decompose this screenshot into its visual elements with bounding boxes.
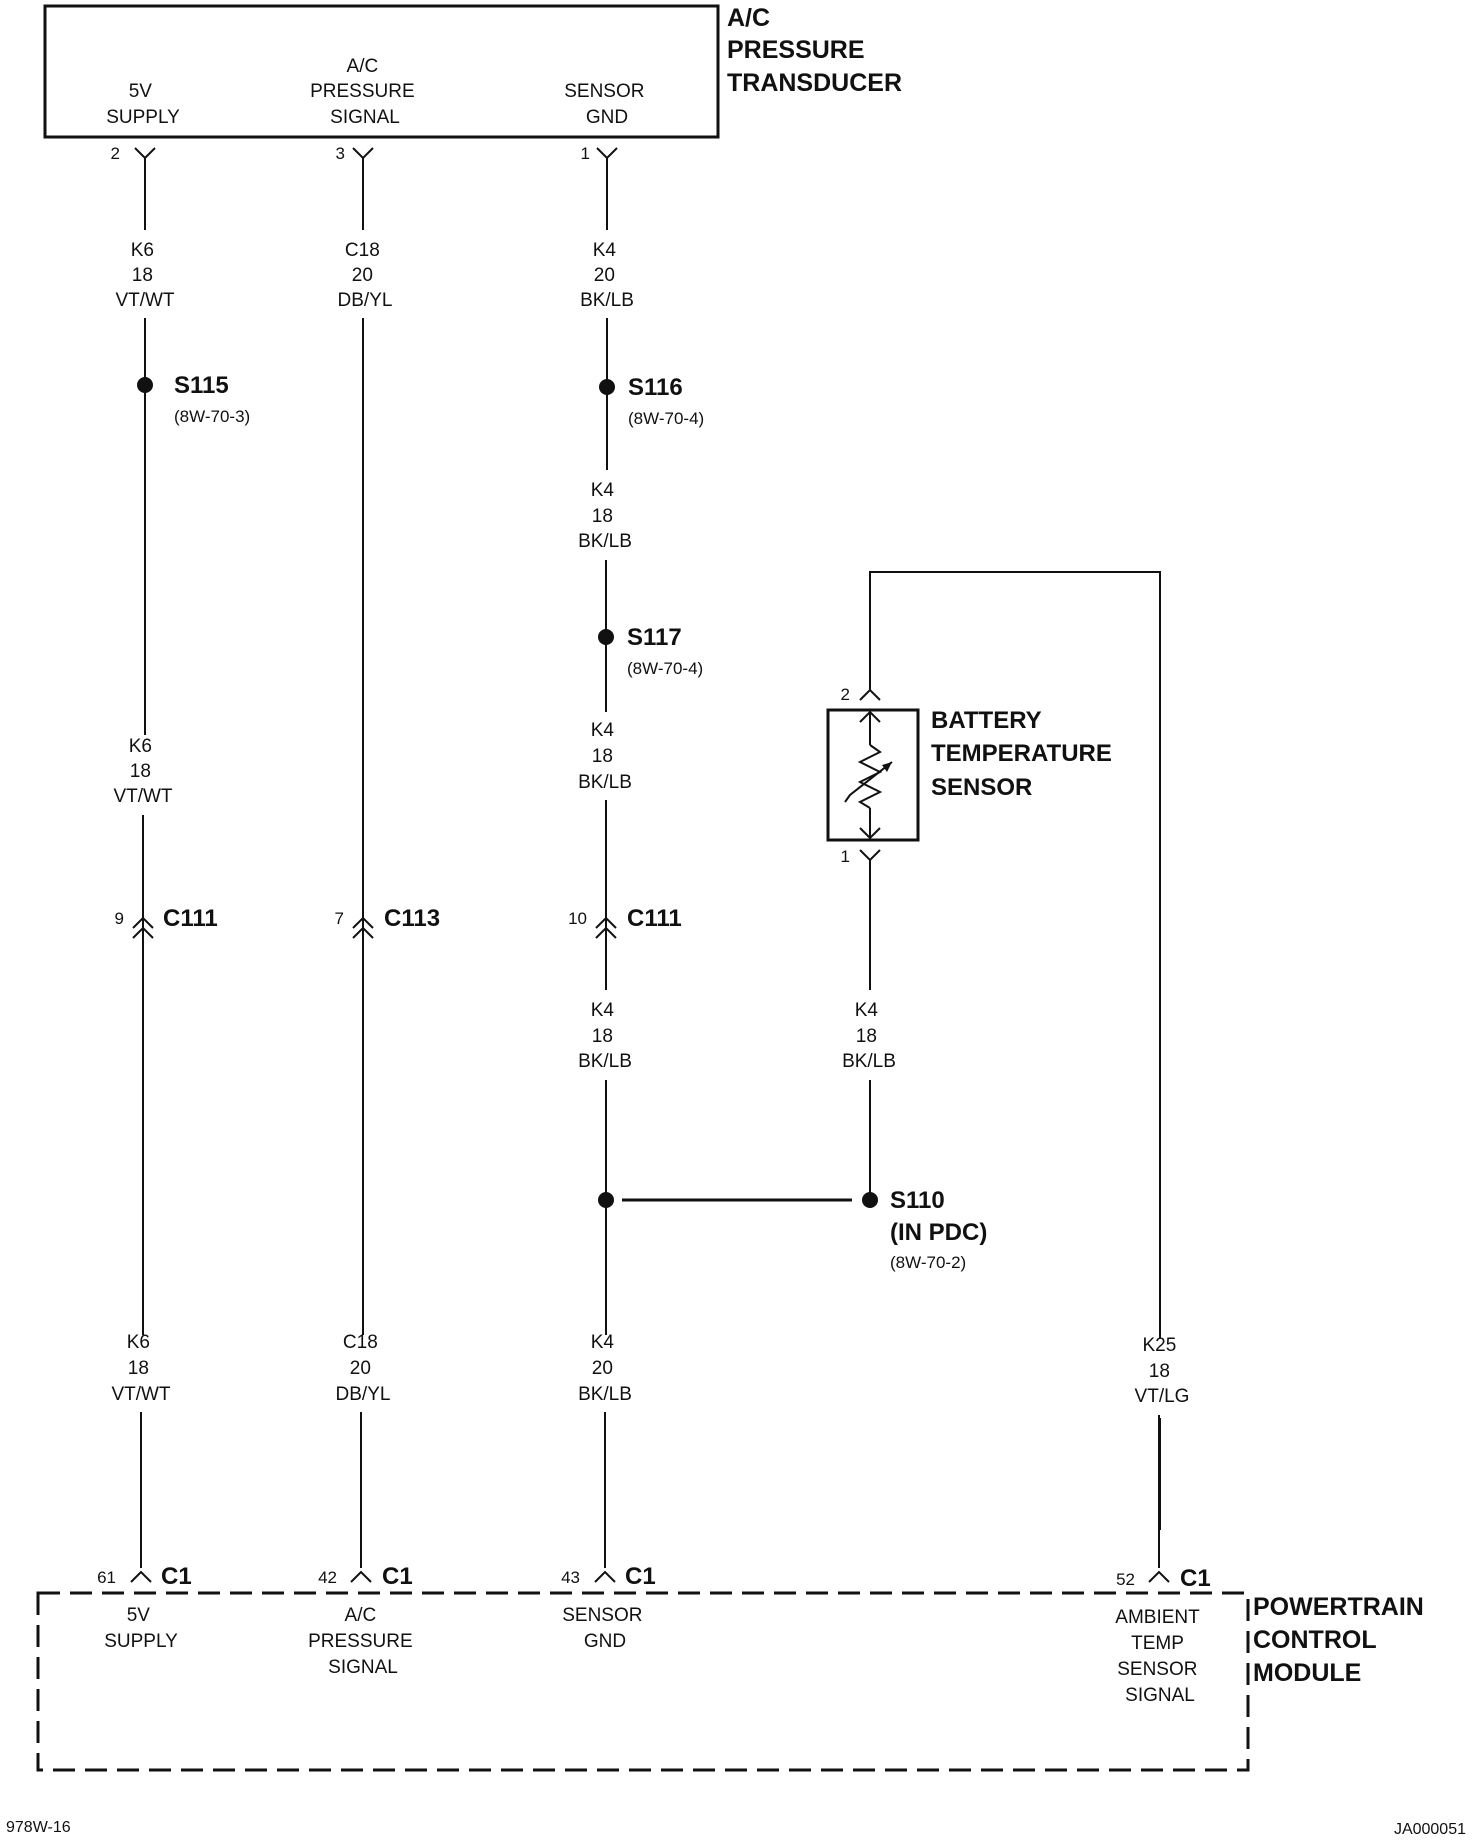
pcm-pin-52-connector bbox=[1148, 1570, 1170, 1583]
splice-s110-sub: (IN PDC) bbox=[890, 1219, 987, 1246]
bts-pin-1-number: 1 bbox=[841, 847, 850, 866]
wire-label-k4-s117-c111: K4 18 BK/LB bbox=[578, 720, 632, 793]
connector-c111-label: C111 bbox=[163, 905, 218, 932]
pcm-c1-label: C1 bbox=[1180, 1565, 1211, 1592]
splice-s115-ref: (8W-70-3) bbox=[174, 407, 250, 426]
wire-label-k4-top: K4 20 BK/LB bbox=[580, 240, 634, 311]
junction-dot bbox=[598, 1192, 614, 1208]
footer-left-code: 978W-16 bbox=[6, 1819, 71, 1836]
pcm-c1-label: C1 bbox=[382, 1563, 413, 1590]
splice-s115-label: S115 bbox=[174, 372, 229, 399]
pcm-pin-gnd-label: SENSOR GND bbox=[562, 1605, 648, 1652]
battery-sensor-title: BATTERY TEMPERATURE SENSOR bbox=[931, 707, 1119, 801]
connector-c111-label: C111 bbox=[627, 905, 682, 932]
transducer-pin-gnd-label: SENSOR GND bbox=[564, 81, 650, 128]
pcm-c1-label: C1 bbox=[625, 1563, 656, 1590]
wire-label-c18-top: C18 20 DB/YL bbox=[338, 240, 393, 311]
pcm-pin-43-number: 43 bbox=[561, 1568, 580, 1587]
battery-temperature-sensor-box bbox=[826, 708, 920, 842]
thermistor-icon bbox=[844, 710, 893, 840]
bts-pin-2-connector bbox=[859, 688, 881, 701]
splice-s117-ref: (8W-70-4) bbox=[627, 659, 703, 678]
transducer-pin-supply-label: 5V SUPPLY bbox=[106, 81, 180, 128]
pcm-title: POWERTRAIN CONTROL MODULE bbox=[1253, 1593, 1431, 1687]
bts-pin-2-number: 2 bbox=[841, 685, 850, 704]
pcm-pin-ambient-label: AMBIENT TEMP SENSOR SIGNAL bbox=[1115, 1607, 1204, 1706]
splice-s110-label: S110 bbox=[890, 1187, 945, 1214]
wire-k25-loop bbox=[869, 571, 1161, 1530]
pcm-pin-supply-label: 5V SUPPLY bbox=[104, 1605, 178, 1652]
transducer-title: A/C PRESSURE TRANSDUCER bbox=[727, 4, 902, 97]
wire-label-k6-bottom: K6 18 VT/WT bbox=[111, 1332, 170, 1405]
connector-c111-pin9-symbol bbox=[132, 916, 154, 939]
splice-s116-label: S116 bbox=[628, 374, 683, 401]
splice-s116-dot bbox=[599, 379, 615, 395]
transducer-pin-2-connector bbox=[134, 147, 156, 160]
wire-label-k25: K25 18 VT/LG bbox=[1135, 1335, 1190, 1407]
pcm-pin-42-number: 42 bbox=[318, 1568, 337, 1587]
splice-s117-dot bbox=[598, 629, 614, 645]
connector-c111-pin10-number: 10 bbox=[568, 909, 587, 928]
pcm-pin-42-connector bbox=[350, 1570, 372, 1583]
splice-s117-label: S117 bbox=[627, 624, 682, 651]
transducer-pin-3-number: 3 bbox=[336, 144, 345, 163]
transducer-pin-1-connector bbox=[596, 147, 618, 160]
connector-c111-pin9-number: 9 bbox=[115, 909, 124, 928]
transducer-pin-2-number: 2 bbox=[111, 144, 120, 163]
connector-c113-label: C113 bbox=[384, 905, 440, 932]
wire-label-k4-s116-s117: K4 18 BK/LB bbox=[578, 480, 632, 552]
transducer-pin-3-connector bbox=[352, 147, 374, 160]
pcm-pin-61-connector bbox=[130, 1570, 152, 1583]
bts-pin-1-connector bbox=[859, 849, 881, 862]
connector-c111-pin10-symbol bbox=[595, 916, 617, 939]
k25-label-bg bbox=[1120, 1338, 1200, 1418]
splice-s115-dot bbox=[137, 377, 153, 393]
pcm-pin-61-number: 61 bbox=[97, 1568, 116, 1587]
wire-label-k6-mid: K6 18 VT/WT bbox=[113, 736, 172, 807]
splice-s110-ref: (8W-70-2) bbox=[890, 1253, 966, 1272]
pcm-pin-52-number: 52 bbox=[1116, 1570, 1135, 1589]
transducer-pin-signal-label: A/C PRESSURE SIGNAL bbox=[310, 56, 420, 128]
wire-label-k4-c111-junction: K4 18 BK/LB bbox=[578, 1000, 632, 1072]
splice-s110-dot bbox=[862, 1192, 878, 1208]
connector-c113-pin7-symbol bbox=[352, 916, 374, 939]
transducer-pin-1-number: 1 bbox=[581, 144, 590, 163]
footer-right-code: JA000051 bbox=[1394, 1821, 1466, 1838]
connector-c113-pin7-number: 7 bbox=[335, 909, 344, 928]
wire-label-k4-bottom: K4 20 BK/LB bbox=[578, 1332, 632, 1405]
wire-label-k4-bts: K4 18 BK/LB bbox=[842, 1000, 896, 1072]
pcm-c1-label: C1 bbox=[161, 1563, 192, 1590]
pcm-pin-43-connector bbox=[594, 1570, 616, 1583]
wire-label-c18-bottom: C18 20 DB/YL bbox=[336, 1332, 391, 1405]
pcm-pin-signal-label: A/C PRESSURE SIGNAL bbox=[308, 1605, 418, 1678]
ac-pressure-transducer-box bbox=[43, 4, 720, 139]
powertrain-control-module-box bbox=[36, 1591, 1250, 1772]
wire-label-k6-top: K6 18 VT/WT bbox=[115, 240, 174, 311]
splice-s116-ref: (8W-70-4) bbox=[628, 409, 704, 428]
